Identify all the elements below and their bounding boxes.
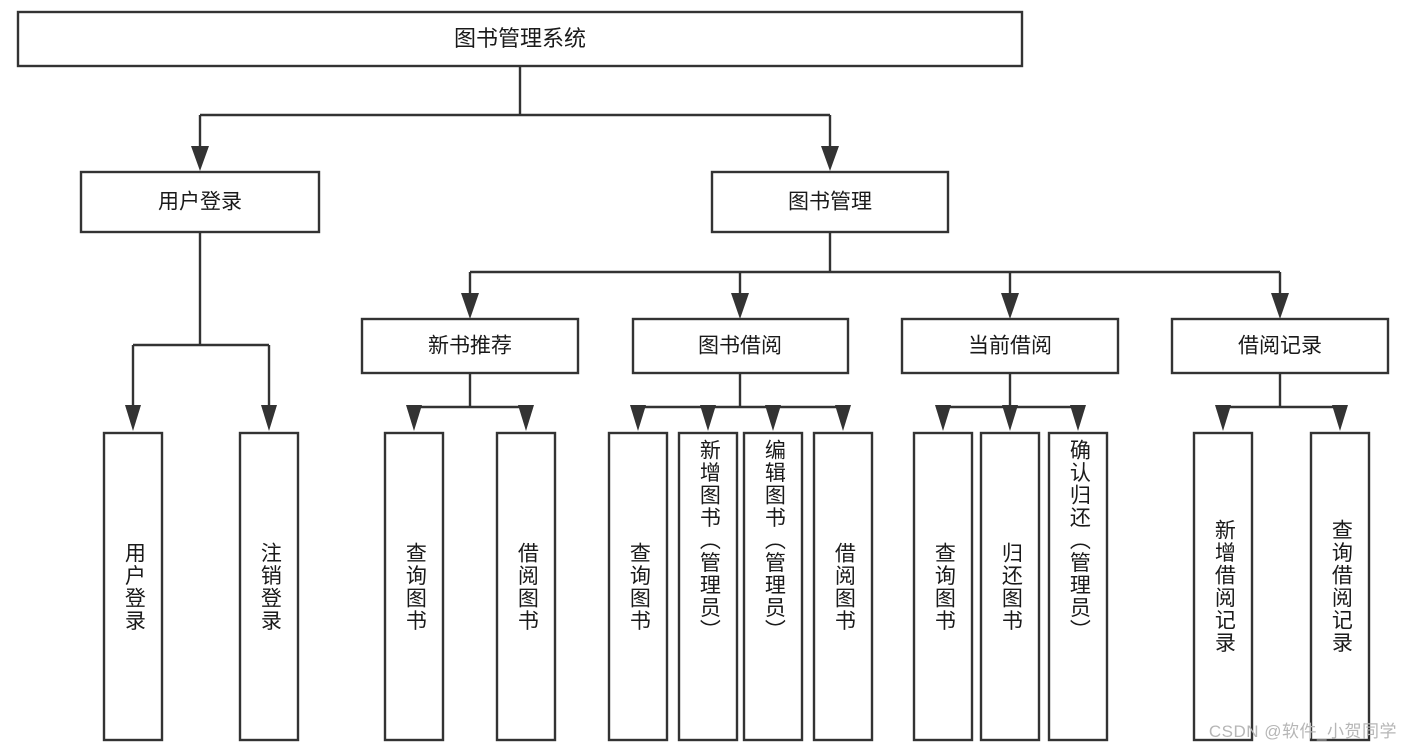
node-book-manage[interactable]: 图书管理 (710, 170, 950, 234)
arrow-head-current-borrow (1001, 293, 1019, 319)
leaf-box-add-book[interactable] (677, 431, 739, 742)
leaf-box-user-login[interactable] (102, 431, 164, 742)
arrow-head-leaf-borrow-book-2 (835, 405, 851, 431)
leaf-box-add-record[interactable] (1192, 431, 1254, 742)
leaf-group-borrow-record (1192, 431, 1371, 742)
leaf-box-borrow-book-2[interactable] (812, 431, 874, 742)
node-borrow-record-box[interactable] (1170, 317, 1390, 375)
connector-group-current-borrow (935, 373, 1086, 431)
node-current-borrow[interactable]: 当前借阅 (900, 317, 1120, 375)
arrow-head-leaf-return-book (1002, 405, 1018, 431)
leaf-box-query-book-3[interactable] (912, 431, 974, 742)
node-borrow-record-label: 借阅记录 (1238, 335, 1322, 358)
node-book-manage-box[interactable] (710, 170, 950, 234)
arrow-head-book-manage (821, 146, 839, 171)
arrow-head-leaf-query-record (1332, 405, 1348, 431)
leaf-box-query-record[interactable] (1309, 431, 1371, 742)
node-new-book-rec-label: 新书推荐 (428, 335, 512, 358)
node-new-book-rec-box[interactable] (360, 317, 580, 375)
node-book-borrow-label: 图书借阅 (698, 335, 782, 358)
node-root-label: 图书管理系统 (454, 26, 586, 51)
arrow-head-leaf-confirm-return (1070, 405, 1086, 431)
node-new-book-rec[interactable]: 新书推荐 (360, 317, 580, 375)
node-user-login-label: 用户登录 (158, 191, 242, 214)
leaf-box-query-book-2[interactable] (607, 431, 669, 742)
connector-group-user-login (125, 232, 277, 431)
leaf-box-edit-book[interactable] (742, 431, 804, 742)
node-book-borrow[interactable]: 图书借阅 (631, 317, 850, 375)
node-user-login[interactable]: 用户登录 (79, 170, 321, 234)
arrow-head-leaf-add-book (700, 405, 716, 431)
node-book-manage-label: 图书管理 (788, 191, 872, 214)
arrow-head-book-borrow (731, 293, 749, 319)
connector-group-book-borrow (630, 373, 851, 431)
arrow-head-user-login (191, 146, 209, 171)
arrow-head-leaf-query-book-1 (406, 405, 422, 431)
leaf-box-borrow-book-1[interactable] (495, 431, 557, 742)
arrow-head-new-book-rec (461, 293, 479, 319)
arrow-head-leaf-user-login (125, 405, 141, 431)
node-current-borrow-box[interactable] (900, 317, 1120, 375)
node-root[interactable]: 图书管理系统 (16, 10, 1024, 68)
arrow-head-borrow-record (1271, 293, 1289, 319)
leaf-box-query-book-1[interactable] (383, 431, 445, 742)
leaf-box-confirm-return[interactable] (1047, 431, 1109, 742)
arrow-head-leaf-query-book-3 (935, 405, 951, 431)
node-borrow-record[interactable]: 借阅记录 (1170, 317, 1390, 375)
leaf-box-logout[interactable] (238, 431, 300, 742)
leaf-group-book-borrow (607, 431, 874, 742)
watermark-text: CSDN @软件_小贺同学 (1208, 722, 1397, 741)
arrow-head-leaf-logout (261, 405, 277, 431)
leaf-box-return-book[interactable] (979, 431, 1041, 742)
arrow-head-leaf-borrow-book-1 (518, 405, 534, 431)
arrow-head-leaf-edit-book (765, 405, 781, 431)
node-book-borrow-box[interactable] (631, 317, 850, 375)
connector-group-borrow-record (1215, 373, 1348, 431)
connector-group-root (191, 66, 839, 171)
leaf-group-new-book-rec (383, 431, 557, 742)
leaf-group-user-login (102, 431, 300, 742)
connector-group-new-book-rec (406, 373, 534, 431)
node-current-borrow-label: 当前借阅 (968, 335, 1052, 358)
arrow-head-leaf-add-record (1215, 405, 1231, 431)
node-user-login-box[interactable] (79, 170, 321, 234)
arrow-head-leaf-query-book-2 (630, 405, 646, 431)
connector-group-book-manage (461, 232, 1289, 319)
leaf-group-current-borrow (912, 431, 1109, 742)
node-root-box[interactable] (16, 10, 1024, 68)
